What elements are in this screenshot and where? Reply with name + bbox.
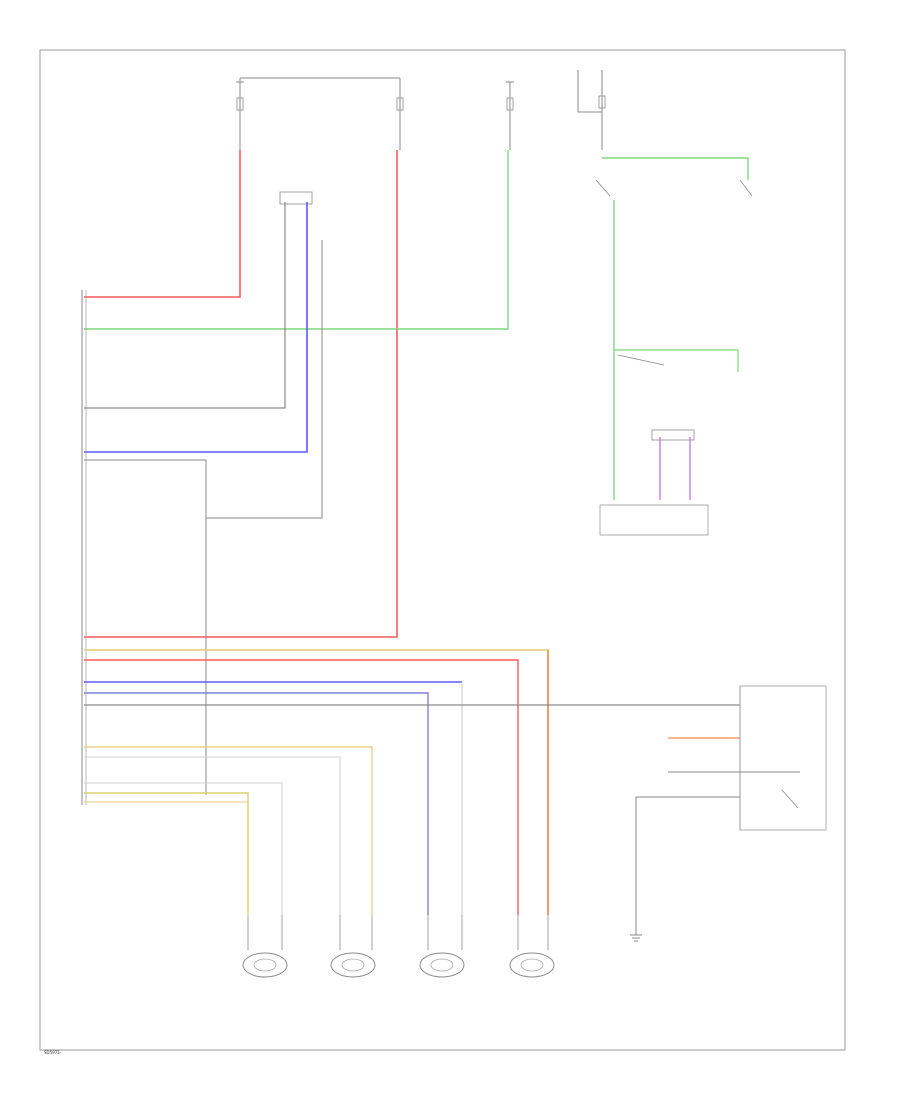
wire-gray-1 xyxy=(84,202,286,409)
sensor-connectors xyxy=(247,915,549,950)
wire-tan-2 xyxy=(84,746,373,915)
fuse-block-top-right xyxy=(577,70,606,150)
control-module-connector xyxy=(81,290,87,805)
wire-green-brake-3 xyxy=(614,349,739,372)
wire-lightgray-2 xyxy=(84,756,341,915)
connector-icon xyxy=(651,429,695,441)
wire-red-left xyxy=(84,150,241,298)
wire-violet-1 xyxy=(84,692,429,915)
sensor-icon xyxy=(509,952,555,978)
wire-red-center xyxy=(84,150,398,638)
ground-icon xyxy=(630,880,642,942)
speed-control-switch-block xyxy=(635,685,827,880)
sensor-icon xyxy=(330,952,376,978)
fuse-block-right xyxy=(506,81,514,150)
sensor-icon xyxy=(242,952,288,978)
wire-gray-3 xyxy=(84,459,207,795)
sensor-icon xyxy=(419,952,465,978)
wire-gray-2 xyxy=(206,240,323,519)
wire-yellow-1 xyxy=(84,792,249,915)
switch-icon xyxy=(595,179,753,366)
fuse-icon xyxy=(598,95,606,109)
connector-icon xyxy=(279,191,313,205)
fuse-icon xyxy=(396,97,404,111)
wire-red-2 xyxy=(84,659,519,915)
document-id: SD5971- xyxy=(44,1050,62,1055)
wire-gray-switch-2 xyxy=(635,796,740,880)
switch-icon xyxy=(781,789,799,809)
wire-lightgray-3 xyxy=(84,782,283,915)
diagram-frame xyxy=(39,49,846,1051)
fuse-block-center xyxy=(396,78,404,150)
wire-blue-1 xyxy=(84,202,308,453)
wire-green-brake xyxy=(602,157,749,180)
fuse-icon xyxy=(236,97,244,111)
wire-green-ignition xyxy=(84,150,509,330)
fuse-block-left xyxy=(236,77,400,150)
ecm-connector xyxy=(599,504,709,536)
fuse-icon xyxy=(506,97,514,111)
